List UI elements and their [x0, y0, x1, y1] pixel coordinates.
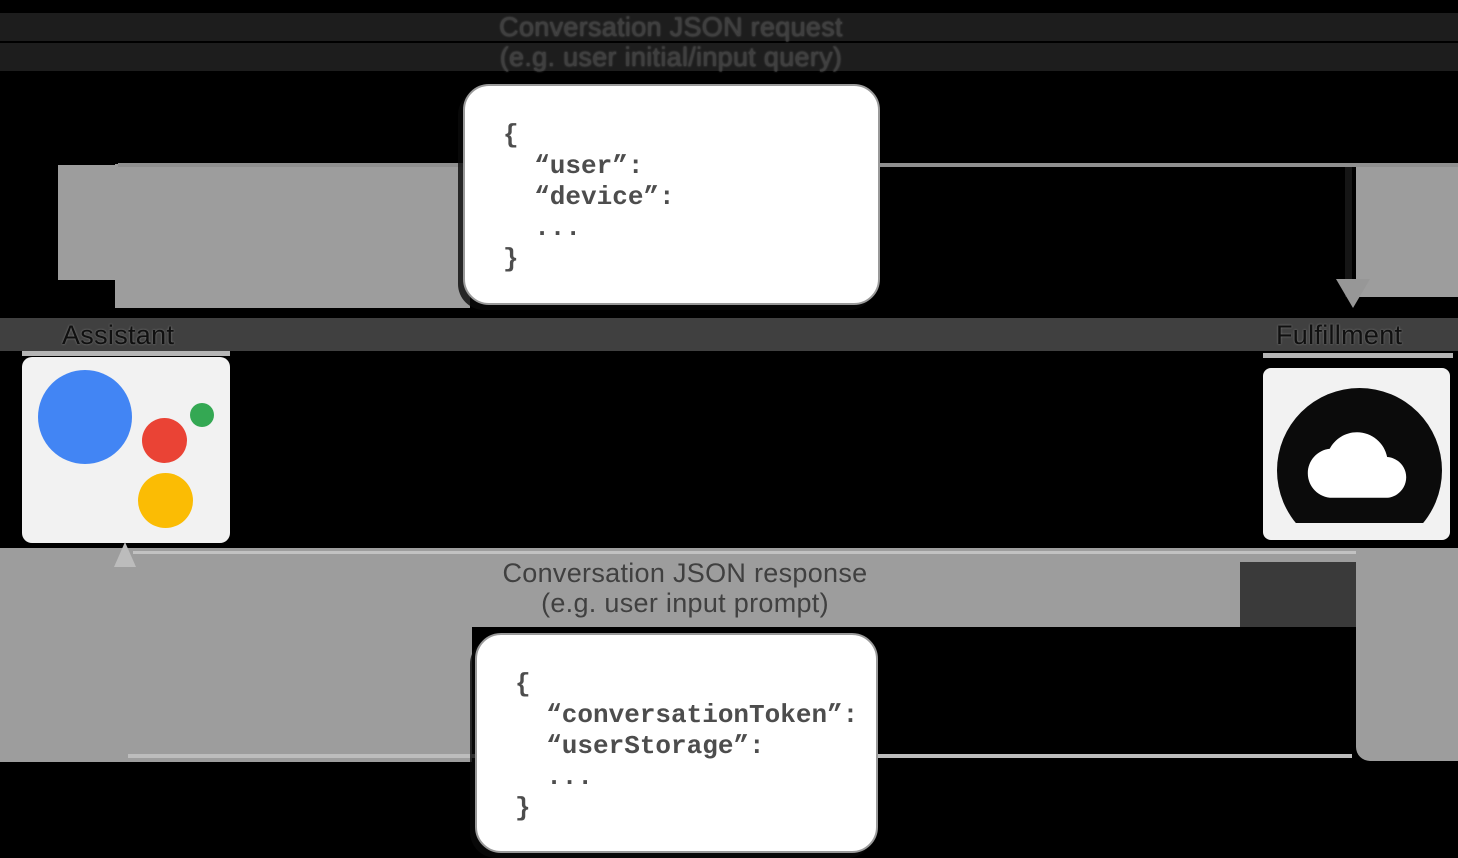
request-label-backdrop-2 — [0, 43, 1458, 71]
code-line: “device”: — [503, 182, 675, 212]
assistant-label: Assistant — [62, 320, 175, 350]
fulfillment-box-top-edge — [1263, 353, 1453, 358]
google-assistant-logo — [22, 357, 230, 543]
code-line: ... — [503, 213, 582, 243]
request-title: Conversation JSON request — [499, 12, 843, 42]
request-label-backdrop-1 — [0, 13, 1458, 41]
request-band-left — [115, 164, 470, 308]
fulfillment-label: Fulfillment — [1276, 320, 1403, 350]
actors-bar — [0, 318, 1458, 351]
response-band-right — [1356, 548, 1458, 761]
code-line: } — [515, 793, 531, 823]
code-line: } — [503, 244, 519, 274]
code-line: “userStorage”: — [515, 731, 765, 761]
assistant-blue-circle-icon — [38, 370, 132, 464]
code-line: “user”: — [503, 151, 644, 181]
response-band-left — [0, 627, 472, 762]
request-subtitle: (e.g. user initial/input query) — [499, 42, 843, 72]
request-arrowhead-down-icon — [1336, 279, 1370, 308]
response-title: Conversation JSON response — [502, 558, 868, 588]
response-band-top — [0, 548, 1356, 627]
response-subtitle: (e.g. user input prompt) — [541, 588, 829, 618]
request-band-left-step — [58, 165, 115, 280]
request-band-right — [1356, 166, 1458, 297]
code-line: { — [503, 120, 519, 150]
response-arrow-line-top — [133, 551, 1356, 554]
cloud-icon — [1307, 432, 1407, 498]
assistant-yellow-circle-icon — [138, 473, 193, 528]
assistant-green-circle-icon — [190, 403, 214, 427]
response-band-dim-patch — [1240, 562, 1356, 627]
assistant-red-circle-icon — [142, 418, 187, 463]
fulfillment-cloud-box — [1263, 368, 1450, 540]
assistant-box-top-edge — [22, 351, 230, 356]
code-line: ... — [515, 762, 594, 792]
code-line: { — [515, 669, 531, 699]
code-line: “conversationToken”: — [515, 700, 859, 730]
request-arrow-corner-line — [1345, 167, 1352, 297]
response-json-box: { “conversationToken”: “userStorage”: ..… — [475, 633, 878, 853]
response-arrowhead-up-icon — [114, 542, 136, 567]
request-json-box: { “user”: “device”: ... } — [463, 84, 880, 305]
